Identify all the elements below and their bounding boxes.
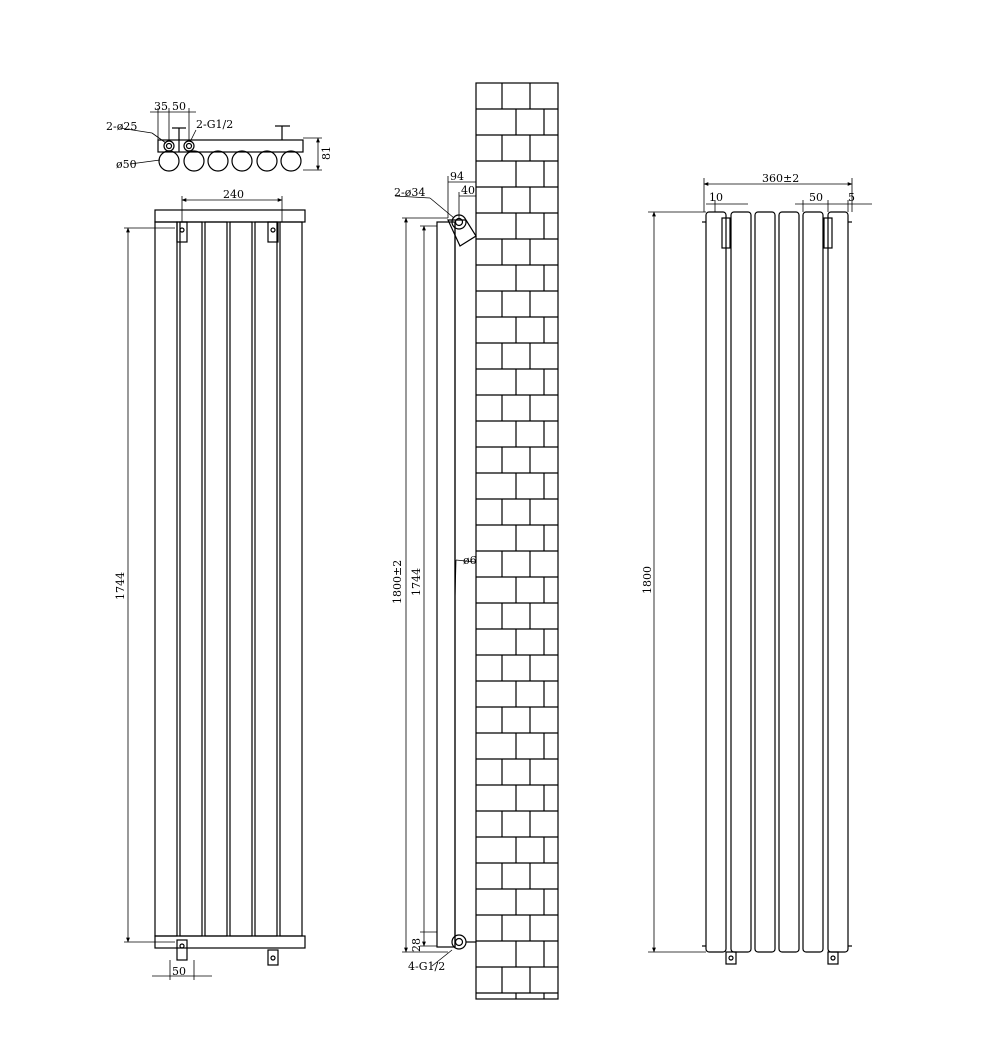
top-dim-35: 35 [154, 100, 168, 113]
side-dim-phi6: ø6 [463, 554, 477, 567]
top-dim-lines [119, 108, 322, 171]
front-dim-240: 240 [223, 188, 244, 201]
top-plan-valves [163, 125, 290, 152]
rear-view [648, 178, 872, 965]
top-dim-81: 81 [320, 146, 333, 160]
side-dim-1744: 1744 [410, 568, 423, 596]
rear-dim-360pm2: 360±2 [762, 172, 799, 185]
top-plan-view [119, 108, 322, 172]
top-dim-2phi25: 2-ø25 [106, 120, 137, 133]
side-dim-2phi34: 2-ø34 [394, 186, 425, 199]
top-dim-2g12: 2-G1/2 [196, 118, 233, 131]
top-plan-tubes [158, 150, 302, 172]
brick-wall [475, 82, 559, 1000]
top-dim-phi50: ø50 [116, 158, 137, 171]
side-view [394, 82, 559, 1000]
side-dim-1800pm2: 1800±2 [391, 560, 404, 604]
front-dim-lines [124, 196, 283, 980]
top-dim-50: 50 [172, 100, 186, 113]
side-dim-40: 40 [461, 184, 475, 197]
rear-tubes [705, 211, 849, 953]
side-bottom-valve [451, 934, 467, 950]
side-dim-4g12: 4-G1/2 [408, 960, 445, 973]
front-dim-50-bottom: 50 [172, 965, 186, 978]
rear-dim-1800: 1800 [641, 566, 654, 594]
rear-dim-50: 50 [809, 191, 823, 204]
side-dim-94: 94 [450, 170, 464, 183]
rear-dim-lines [648, 178, 872, 953]
rear-brackets [702, 217, 852, 965]
rear-dim-10: 10 [709, 191, 723, 204]
side-dim-28: 28 [410, 938, 423, 952]
top-plan-header-bar [157, 139, 304, 153]
front-top-header [154, 209, 306, 223]
side-dim-lines [394, 176, 476, 967]
front-dim-1744: 1744 [114, 572, 127, 600]
front-view [124, 196, 306, 980]
side-radiator-body [436, 214, 477, 950]
rear-dim-5: 5 [848, 191, 855, 204]
front-tubes [154, 221, 303, 937]
front-brackets [176, 221, 279, 966]
